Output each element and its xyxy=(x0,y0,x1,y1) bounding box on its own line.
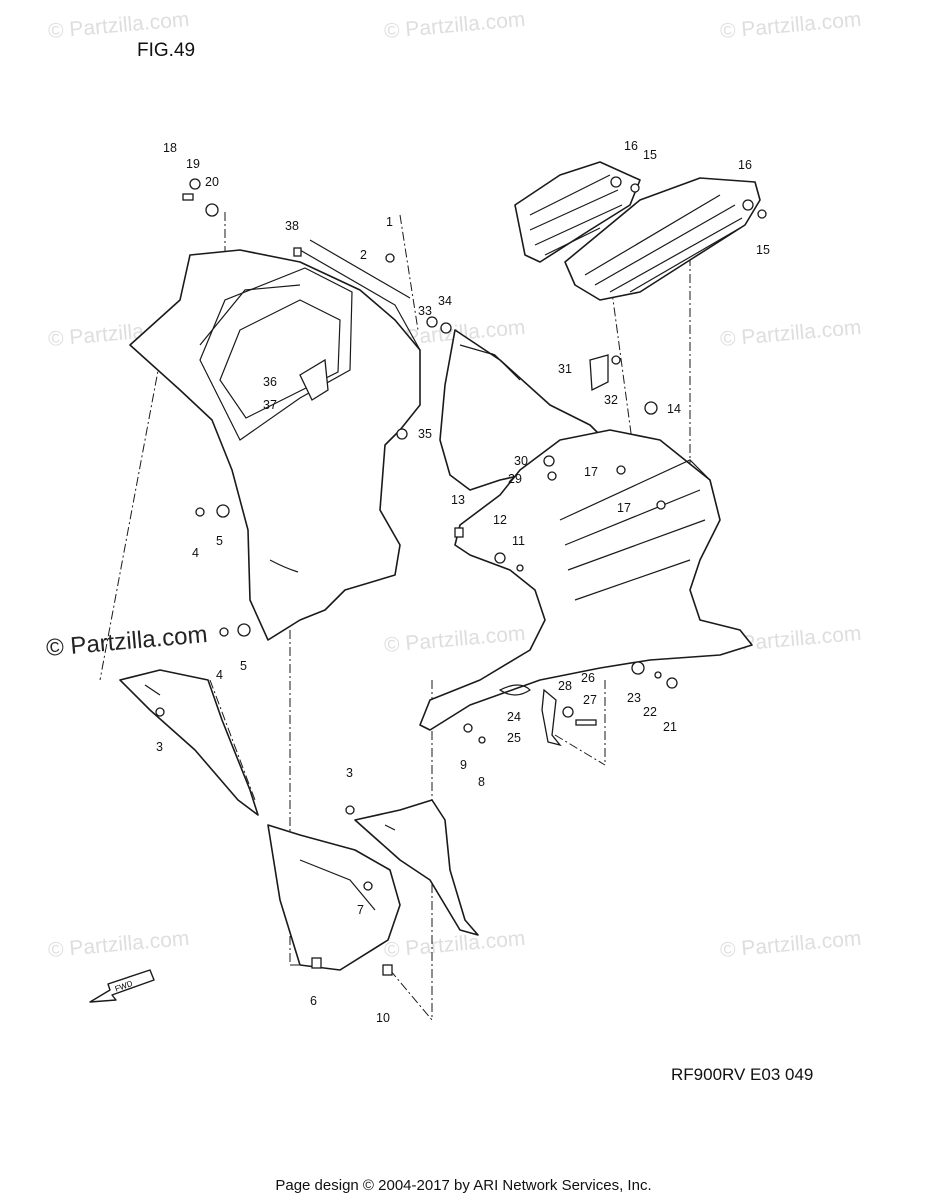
callout-label: 38 xyxy=(285,219,299,233)
callout-label: 1 xyxy=(386,215,393,229)
lower-right-cowl xyxy=(419,429,753,731)
callout-label: 5 xyxy=(216,534,223,548)
callout-label: 15 xyxy=(756,243,770,257)
callout-label: 32 xyxy=(604,393,618,407)
callout-label: 18 xyxy=(163,141,177,155)
callout-label: 30 xyxy=(514,454,528,468)
callout-label: 16 xyxy=(624,139,638,153)
callout-label: 26 xyxy=(581,671,595,685)
callout-label: 12 xyxy=(493,513,507,527)
callout-label: 19 xyxy=(186,157,200,171)
callout-label: 17 xyxy=(584,465,598,479)
figure-title: FIG.49 xyxy=(137,40,196,61)
vent-duct-left xyxy=(514,161,641,263)
callout-label: 7 xyxy=(357,903,364,917)
callout-label: 34 xyxy=(438,294,452,308)
callout-label: 21 xyxy=(663,720,677,734)
callout-label: 2 xyxy=(360,248,367,262)
callout-label: 9 xyxy=(460,758,467,772)
callout-label: 22 xyxy=(643,705,657,719)
callout-label: 6 xyxy=(310,994,317,1008)
callout-label: 25 xyxy=(507,731,521,745)
callout-label: 13 xyxy=(451,493,465,507)
callout-label: 37 xyxy=(263,398,277,412)
forward-direction-arrow: FWD xyxy=(89,969,155,1003)
callout-label: 4 xyxy=(192,546,199,560)
vent-duct-right xyxy=(564,177,761,301)
callout-label: 8 xyxy=(478,775,485,789)
callout-label: 35 xyxy=(418,427,432,441)
left-inner-panel xyxy=(129,239,421,641)
callout-labels: 1 2 3 3 4 4 5 5 6 7 8 9 10 11 12 13 14 1… xyxy=(156,139,770,1025)
callout-label: 28 xyxy=(558,679,572,693)
callout-label: 3 xyxy=(156,740,163,754)
callout-label: 31 xyxy=(558,362,572,376)
callout-label: 23 xyxy=(627,691,641,705)
callout-label: 4 xyxy=(216,668,223,682)
callout-label: 10 xyxy=(376,1011,390,1025)
diagram-code: RF900RV E03 049 xyxy=(671,1065,814,1084)
lower-center-panel xyxy=(267,824,401,971)
lower-inner-cover xyxy=(354,799,479,936)
callout-label: 33 xyxy=(418,304,432,318)
fasteners xyxy=(155,176,767,976)
callout-label: 24 xyxy=(507,710,521,724)
callout-label: 11 xyxy=(512,534,525,548)
callout-label: 3 xyxy=(346,766,353,780)
callout-label: 17 xyxy=(617,501,631,515)
page-credit: Page design © 2004-2017 by ARI Network S… xyxy=(275,1177,652,1194)
lower-left-panel xyxy=(119,669,259,816)
callout-label: 16 xyxy=(738,158,752,172)
callout-label: 14 xyxy=(667,402,681,416)
callout-label: 29 xyxy=(508,472,522,486)
callout-label: 5 xyxy=(240,659,247,673)
callout-label: 36 xyxy=(263,375,277,389)
callout-label: 15 xyxy=(643,148,657,162)
callout-label: 27 xyxy=(583,693,597,707)
callout-label: 20 xyxy=(205,175,219,189)
